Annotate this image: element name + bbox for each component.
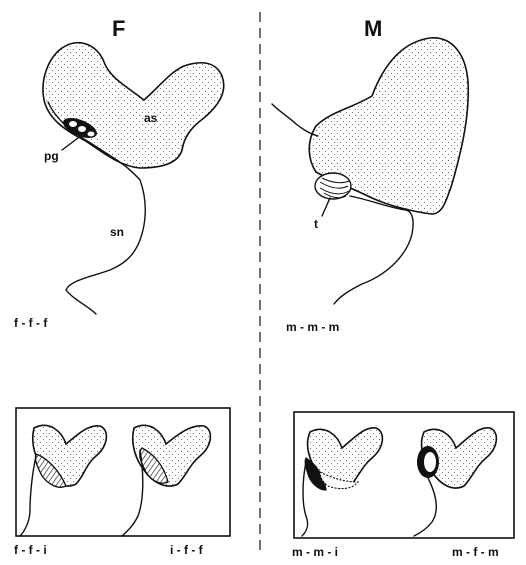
- male-inset-left-lobe: [319, 471, 360, 490]
- female-inset-right-code: i - f - f: [170, 543, 204, 557]
- male-panel: M t m - m - m: [271, 16, 515, 559]
- female-panel: F as pg sn f - f - f f: [14, 16, 231, 557]
- female-accessory-structure: [42, 42, 225, 169]
- female-sn-nerve: [47, 101, 146, 315]
- female-inset-right-gland: [139, 447, 169, 484]
- female-label-as: as: [144, 111, 158, 125]
- female-code: f - f - f: [14, 316, 48, 330]
- female-label-pg: pg: [44, 149, 59, 163]
- female-inset: f - f - i i - f - f: [14, 407, 231, 557]
- male-t-leader: [321, 197, 331, 217]
- female-inset-left-nerve: [19, 455, 37, 537]
- male-inset: m - m - i m - f - m: [292, 411, 515, 559]
- female-papilla-gland: [63, 117, 97, 139]
- male-panel-title: M: [364, 16, 382, 41]
- female-inset-right-nerve: [121, 449, 144, 537]
- female-inset-left-gland: [34, 453, 67, 488]
- female-panel-title: F: [112, 16, 125, 41]
- male-filament: [271, 103, 319, 137]
- male-label-t: t: [314, 217, 318, 231]
- male-testis: [314, 172, 352, 200]
- male-code: m - m - m: [286, 320, 339, 334]
- male-inset-right-testis: [417, 446, 439, 478]
- male-nerve: [333, 195, 414, 305]
- male-inset-left-code: m - m - i: [292, 545, 338, 559]
- male-inset-right-nerve: [413, 477, 438, 537]
- female-pg-leader: [61, 137, 79, 151]
- female-label-sn: sn: [110, 225, 124, 239]
- male-accessory-structure: [308, 37, 470, 215]
- female-inset-left-code: f - f - i: [14, 543, 47, 557]
- male-inset-left-nerve: [301, 461, 309, 537]
- male-inset-right-code: m - f - m: [452, 545, 499, 559]
